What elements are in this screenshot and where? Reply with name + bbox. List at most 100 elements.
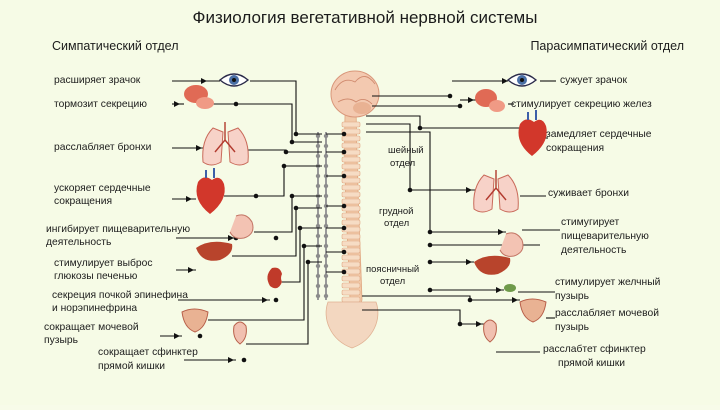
nerve-line	[212, 103, 322, 143]
ganglion	[315, 153, 321, 159]
junction-dot	[417, 125, 423, 131]
para-label-gallbladder-line1: стимулирует желчный	[555, 277, 661, 288]
junction-dot	[457, 103, 463, 109]
para-label-bronchi: суживает бронхи	[548, 187, 629, 199]
junction-dot	[457, 321, 463, 327]
lungs-icon	[473, 170, 519, 213]
junction-dot	[341, 131, 347, 137]
vertebra	[341, 261, 361, 268]
ganglion	[323, 223, 329, 229]
junction-dot	[427, 287, 433, 293]
junction-dot	[233, 101, 239, 107]
ganglion	[315, 173, 321, 179]
para-label-pupil: сужует зрачок	[560, 75, 627, 86]
nerve-line	[254, 195, 322, 233]
vertebra	[341, 121, 361, 128]
arrow-head	[201, 78, 207, 84]
symp-label-heart-line2: сокращения	[54, 196, 112, 207]
vertebra	[341, 240, 361, 247]
stomach-icon	[499, 232, 524, 257]
junction-dot	[305, 259, 311, 265]
spine-segment-labels: шейный отдел грудной отдел поясничный от…	[366, 145, 424, 287]
ganglion	[315, 233, 321, 239]
sympathetic-trunk	[315, 132, 329, 300]
heart-icon	[518, 110, 547, 156]
nerve-line	[246, 261, 322, 345]
junction-dot	[283, 149, 289, 155]
vertebra	[341, 128, 361, 135]
parasympathetic-labels: сужует зрачок стимулирует секрецию желез…	[511, 75, 661, 369]
symp-label-kidney-line1: секреция почкой эпинефина	[52, 289, 188, 301]
ganglion	[323, 293, 329, 299]
para-label-gallbladder-line2: пузырь	[555, 291, 589, 302]
junction-dot	[427, 242, 433, 248]
nerve-line	[250, 80, 322, 135]
segment-label-thoracic-line1: грудной	[379, 206, 413, 217]
vertebra	[341, 135, 361, 142]
vertebra	[341, 296, 361, 303]
symp-label-digestion-line2: деятельность	[46, 237, 111, 248]
vertebra	[341, 275, 361, 282]
segment-label-cervical-line1: шейный	[388, 145, 424, 156]
vertebra	[341, 205, 361, 212]
ganglion	[323, 263, 329, 269]
rectum-icon	[233, 321, 247, 345]
vertebra	[341, 219, 361, 226]
ganglion	[323, 143, 329, 149]
junction-dot	[467, 297, 473, 303]
junction-dot	[341, 225, 347, 231]
arrow-head	[468, 97, 474, 103]
parasympathetic-heading: Парасимпатический отдел	[530, 39, 684, 53]
symp-label-digestion-line1: ингибирует пищеварительную	[46, 223, 190, 235]
symp-label-glucose-line2: глюкозы печенью	[54, 271, 138, 282]
pelvis	[325, 301, 379, 349]
junction-dot	[427, 229, 433, 235]
ganglion	[315, 203, 321, 209]
ganglion	[323, 243, 329, 249]
arrow-head	[174, 101, 180, 107]
segment-label-lumbar-line1: поясничный	[366, 264, 419, 275]
symp-label-glucose-line1: стимулирует выброс	[54, 257, 152, 269]
bladder-icon	[519, 298, 547, 323]
stomach-icon	[229, 214, 254, 239]
organs	[181, 73, 547, 345]
ganglion	[315, 283, 321, 289]
sympathetic-labels: расширяет зрачок тормозит секрецию рассл…	[44, 75, 198, 372]
symp-label-rectum-line2: прямой кишки	[98, 361, 165, 372]
lungs-icon	[202, 122, 249, 166]
liver-icon	[474, 255, 511, 275]
ganglion	[315, 253, 321, 259]
brain	[330, 70, 380, 118]
para-label-rectum-line2: прямой кишки	[558, 358, 625, 369]
ganglion	[323, 233, 329, 239]
sympathetic-heading: Симпатический отдел	[52, 39, 179, 53]
diagram-title: Физиология вегетативной нервной системы	[193, 8, 538, 27]
nerve-pathways	[160, 78, 560, 363]
vertebra	[341, 233, 361, 240]
vertebra	[341, 163, 361, 170]
ganglion	[315, 213, 321, 219]
vertebra	[341, 184, 361, 191]
symp-label-rectum-line1: сокращает сфинктер	[98, 346, 198, 358]
para-label-heart-line1: замедляет сердечные	[546, 129, 652, 140]
para-label-bladder-line2: пузырь	[555, 322, 589, 333]
para-label-rectum-line1: расслабтет сфинктер	[543, 343, 646, 355]
arrow-head	[228, 357, 234, 363]
para-label-digestion-line1: стимугирует	[561, 217, 619, 228]
para-label-heart-line2: сокращения	[546, 143, 604, 154]
arrow-head	[512, 297, 518, 303]
bladder-icon	[181, 308, 209, 333]
ganglion	[323, 183, 329, 189]
vertebra	[341, 170, 361, 177]
ganglion	[315, 143, 321, 149]
junction-dot	[273, 235, 279, 241]
arrow-head	[228, 235, 234, 241]
arrow-head	[186, 196, 192, 202]
vertebrae	[341, 121, 361, 303]
arrow-head	[498, 229, 504, 235]
arrow-head	[196, 145, 202, 151]
symp-label-heart-line1: ускоряет сердечные	[54, 183, 151, 194]
junction-dot	[281, 163, 287, 169]
para-label-digestion-line3: деятельность	[561, 245, 626, 256]
